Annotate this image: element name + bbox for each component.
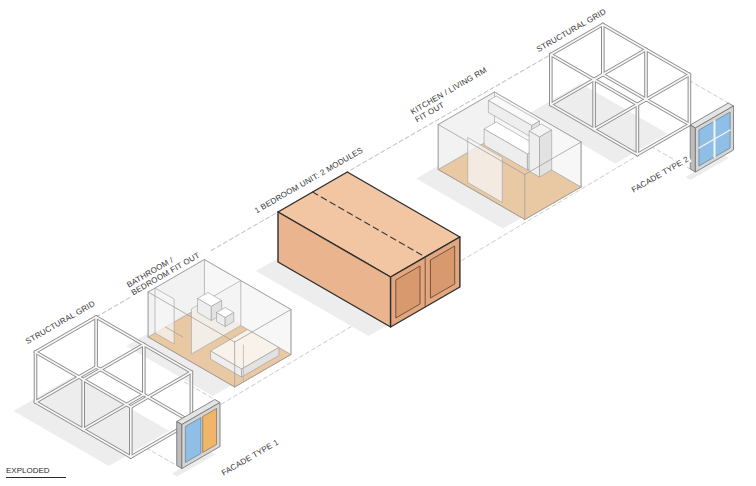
grid-member [142, 345, 146, 395]
fridge [529, 131, 539, 177]
grid-member-core [131, 372, 192, 407]
grid-member-core [603, 25, 690, 75]
fitout-edge [438, 125, 439, 170]
vanity [198, 299, 212, 321]
grid-member [549, 55, 553, 105]
facade-panel [177, 422, 182, 469]
fitout-edge [204, 260, 291, 310]
grid-member-core [36, 367, 97, 402]
grid-member-core [143, 345, 145, 395]
grid-member-core [645, 50, 647, 100]
part-label: FACADE TYPE 2 [628, 153, 692, 195]
toilet [225, 313, 234, 327]
shower-tray [165, 327, 182, 337]
grid-member-core [637, 125, 689, 155]
grid-member-core [95, 317, 97, 367]
grid-member-core [82, 380, 84, 430]
grid-member [637, 125, 689, 155]
fitout-edge [291, 310, 292, 355]
grid-member-core [83, 345, 144, 380]
fitout-edge [234, 342, 235, 387]
grid-member [34, 352, 38, 402]
grid-member-core [83, 395, 144, 430]
grid-member [94, 317, 98, 367]
grid-member [636, 105, 640, 155]
fitout-edge [148, 292, 235, 342]
fitout-edge [235, 310, 291, 343]
grid-member [81, 380, 85, 430]
module-side [278, 212, 391, 327]
facade-panel [695, 106, 733, 172]
bed [211, 351, 242, 377]
part-label: STRUCTURAL GRID [533, 5, 609, 54]
fitout-edge [495, 92, 582, 142]
explode-guide [191, 125, 689, 423]
grid-member-core [637, 105, 639, 155]
grid-member-core [35, 352, 37, 402]
window-transom [699, 130, 730, 148]
grid-member [592, 80, 596, 130]
grid-member-core [637, 75, 689, 105]
fitout-edge [525, 142, 581, 175]
window-glass [699, 112, 730, 166]
fitout-edge [581, 142, 582, 187]
part-label: FACADE TYPE 1 [218, 436, 282, 478]
grid-member [131, 372, 192, 407]
grid-member [688, 75, 692, 125]
fitout-edge [235, 355, 291, 388]
module-end [391, 237, 460, 327]
fitout-edge [524, 175, 525, 220]
explode-guide [689, 81, 728, 104]
grid-member [129, 407, 133, 457]
grid-member-core [550, 55, 552, 105]
grid-member [594, 50, 646, 80]
door-panel [203, 409, 217, 453]
grid-member-core [551, 55, 638, 105]
upper-cabinet [488, 101, 531, 138]
grid-member-core [130, 407, 132, 457]
fitout-edge [438, 125, 525, 175]
grid-member [601, 25, 605, 75]
module-split-line [313, 192, 426, 257]
grid-member-core [36, 352, 131, 407]
explode-guide [146, 448, 176, 466]
partition-wall [155, 288, 174, 344]
grid-member [83, 395, 144, 430]
door-jamb [243, 345, 244, 382]
module-window [430, 246, 454, 298]
module-window [396, 266, 420, 318]
fitout-edge [438, 170, 525, 220]
fitout-edge [525, 187, 581, 220]
partition-wall [468, 138, 503, 203]
grid-member-core [689, 75, 691, 125]
facade-panel [182, 403, 220, 469]
toilet [217, 313, 226, 327]
facade-panel [690, 125, 695, 172]
grid-member-core [593, 80, 595, 130]
grid-member-core [602, 25, 604, 75]
module-joint [425, 257, 426, 307]
grid-member [36, 367, 97, 402]
window-glass [185, 418, 201, 463]
grid-member [644, 50, 648, 100]
fitout-edge [148, 292, 149, 337]
grid-member-core [594, 50, 646, 80]
drawing-title: EXPLODED [6, 466, 66, 478]
fridge [540, 130, 552, 177]
grid-member-core [96, 317, 191, 372]
grid-member [83, 345, 144, 380]
